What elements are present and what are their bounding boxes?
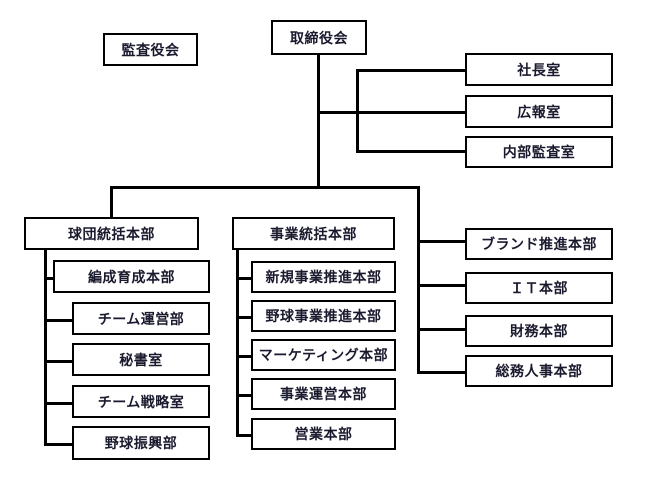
connector-bus-to-baseball: [110, 186, 113, 218]
connector-corporate-stub-3: [417, 328, 466, 331]
connector-corporate-stub-1: [417, 240, 466, 243]
connector-bus-to-corporate-spine: [417, 186, 420, 372]
node-team-operations-department[interactable]: チーム運営部: [72, 302, 210, 335]
connector-board-trunk: [317, 55, 320, 188]
connector-exec-stub-2: [356, 111, 466, 114]
node-it-division[interactable]: ＩＴ本部: [465, 272, 613, 304]
node-business-headquarters[interactable]: 事業統括本部: [232, 217, 395, 250]
node-audit-board[interactable]: 監査役会: [103, 33, 198, 66]
connector-business-stub-2: [236, 316, 252, 319]
node-team-strategy-office[interactable]: チーム戦略室: [72, 385, 210, 418]
node-baseball-promotion-department[interactable]: 野球振興部: [72, 426, 210, 460]
node-baseball-business-division[interactable]: 野球事業推進本部: [251, 300, 396, 332]
connector-exec-stub-1: [356, 69, 466, 72]
connector-business-spine: [236, 245, 239, 437]
node-general-affairs-hr-division[interactable]: 総務人事本部: [465, 355, 613, 387]
node-baseball-club-headquarters[interactable]: 球団統括本部: [24, 217, 199, 250]
node-marketing-division[interactable]: マーケティング本部: [251, 339, 396, 371]
connector-baseball-stub-3: [44, 360, 72, 363]
connector-business-stub-5: [236, 434, 252, 437]
node-internal-audit-office[interactable]: 内部監査室: [465, 136, 613, 168]
node-president-office[interactable]: 社長室: [465, 53, 613, 86]
connector-exec-spine: [356, 69, 359, 152]
connector-board-to-exec-bus: [317, 111, 359, 114]
connector-business-stub-4: [236, 394, 252, 397]
connector-main-bus: [110, 186, 420, 189]
node-finance-division[interactable]: 財務本部: [465, 315, 613, 347]
node-public-relations-office[interactable]: 広報室: [465, 95, 613, 128]
connector-business-stub-1: [236, 277, 252, 280]
node-new-business-division[interactable]: 新規事業推進本部: [251, 261, 396, 293]
connector-baseball-spine: [44, 245, 47, 444]
connector-baseball-stub-1: [44, 277, 54, 280]
node-business-operations-division[interactable]: 事業運営本部: [251, 378, 396, 410]
node-sales-division[interactable]: 営業本部: [251, 418, 396, 450]
connector-business-stub-3: [236, 355, 252, 358]
node-board-of-directors[interactable]: 取締役会: [271, 20, 367, 55]
node-scouting-development-division[interactable]: 編成育成本部: [53, 260, 210, 293]
node-brand-promotion-division[interactable]: ブランド推進本部: [465, 228, 613, 260]
connector-baseball-stub-5: [44, 443, 72, 446]
connector-exec-stub-3: [356, 150, 466, 153]
node-secretariat-office[interactable]: 秘書室: [72, 343, 210, 376]
connector-baseball-stub-2: [44, 319, 72, 322]
connector-corporate-stub-4: [417, 371, 466, 374]
connector-baseball-stub-4: [44, 402, 72, 405]
connector-corporate-stub-2: [417, 284, 466, 287]
